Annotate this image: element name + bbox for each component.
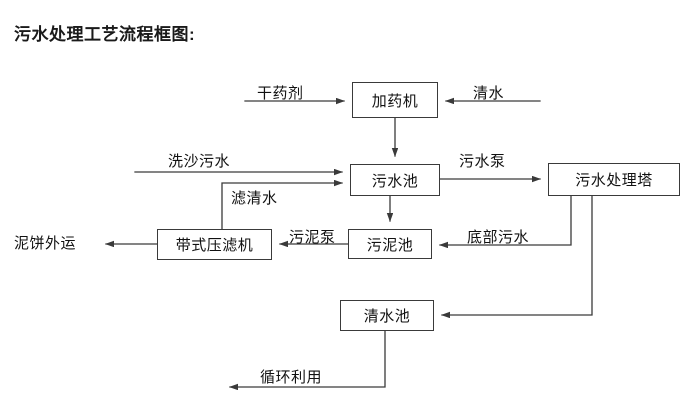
- edge-label-sludge-pump: 污泥泵: [289, 229, 336, 246]
- node-clear-water-pool[interactable]: 清水池: [340, 300, 434, 331]
- node-dosing-machine-label: 加药机: [371, 92, 419, 110]
- edge-label-sand-wash-wastewater: 洗沙污水: [168, 153, 231, 170]
- line-clear-water-pool-to-recycle: [229, 330, 386, 391]
- edge-label-recycle-reuse: 循环利用: [260, 369, 323, 386]
- terminal-label-mud-cake-transport: 泥饼外运: [14, 235, 77, 252]
- page-title: 污水处理工艺流程框图:: [14, 25, 196, 44]
- node-belt-filter-press-label: 带式压滤机: [175, 237, 254, 254]
- line-tower-to-clear-water-pool: [441, 195, 593, 319]
- node-dosing-machine[interactable]: 加药机: [352, 82, 438, 118]
- line-tower-to-sludge-pool: [439, 195, 572, 249]
- edge-label-wastewater-pump: 污水泵: [459, 153, 506, 170]
- node-sludge-pool-label: 污泥池: [366, 236, 414, 254]
- node-belt-filter-press[interactable]: 带式压滤机: [157, 229, 272, 260]
- node-wastewater-treatment-tower-label: 污水处理塔: [575, 172, 653, 189]
- edge-label-clean-water: 清水: [473, 85, 505, 102]
- node-sludge-pool[interactable]: 污泥池: [348, 229, 432, 259]
- node-wastewater-treatment-tower[interactable]: 污水处理塔: [548, 163, 680, 196]
- line-filtered-to-wastewater-pool: [221, 179, 343, 230]
- node-wastewater-pool[interactable]: 污水池: [350, 164, 440, 196]
- edge-label-bottom-wastewater: 底部污水: [467, 229, 530, 246]
- edge-label-filtered-clear-water: 滤清水: [231, 190, 278, 207]
- node-clear-water-pool-label: 清水池: [363, 308, 411, 325]
- node-wastewater-pool-label: 污水池: [371, 172, 419, 190]
- edge-label-dry-chemical: 干药剂: [257, 85, 304, 102]
